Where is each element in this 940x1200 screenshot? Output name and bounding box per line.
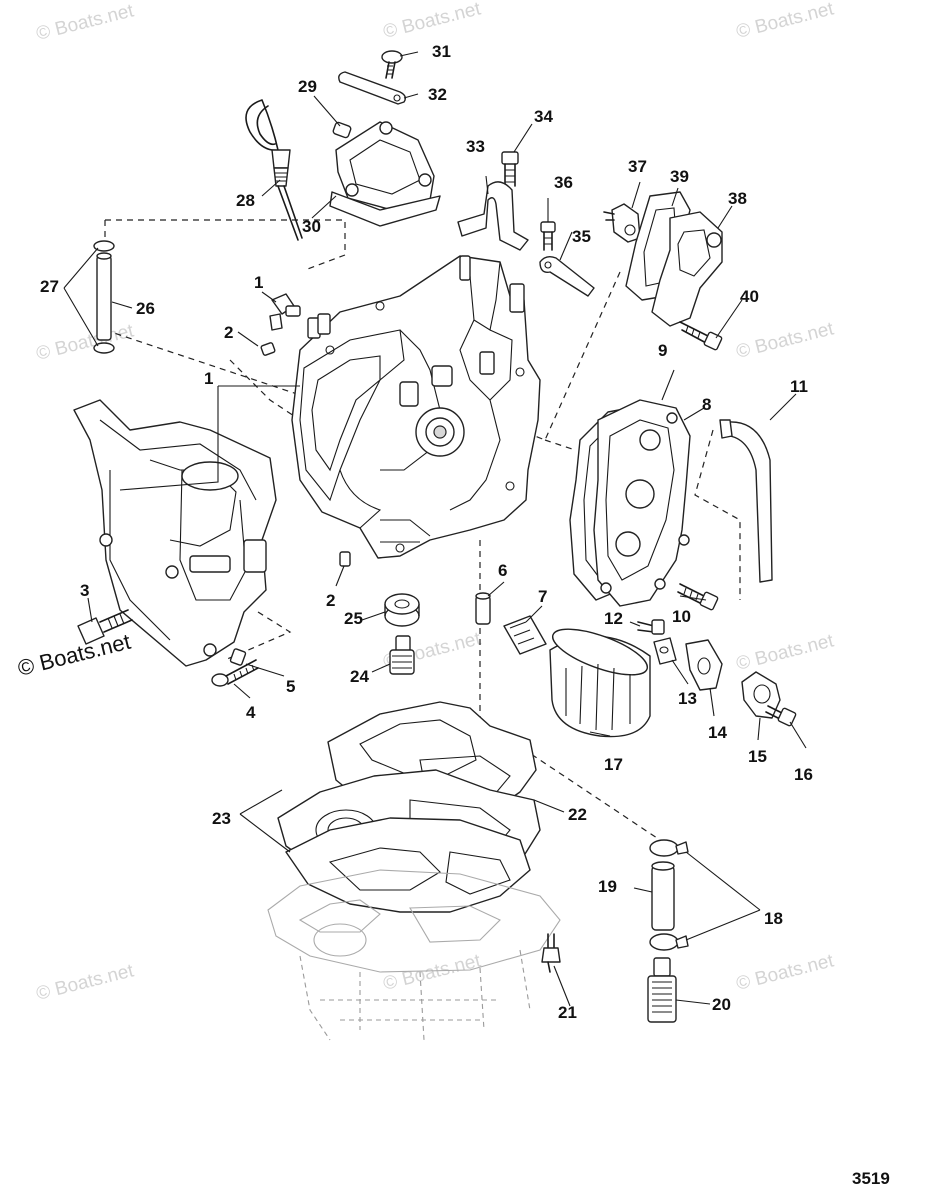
part-40-bolt xyxy=(679,321,723,351)
callout-10: 10 xyxy=(672,607,691,626)
callout-1: 1 xyxy=(204,369,213,388)
watermark-text: © Boats.net xyxy=(734,318,836,363)
figure-number: 3519 xyxy=(852,1169,890,1188)
callout-30: 30 xyxy=(302,217,321,236)
callout-35: 35 xyxy=(572,227,591,246)
part-14-gasket xyxy=(685,639,723,691)
part-38-housing xyxy=(651,211,723,327)
part-2-dowel-lower xyxy=(339,551,351,567)
callout-27: 27 xyxy=(40,277,59,296)
part-35-lever xyxy=(539,255,595,297)
watermark-text: © Boats.net xyxy=(734,0,836,43)
callout-22: 22 xyxy=(568,805,587,824)
part-3-bolt xyxy=(77,609,133,645)
callout-36: 36 xyxy=(554,173,573,192)
part-19-hose xyxy=(651,861,675,931)
part-18-clamp-lower xyxy=(649,933,689,951)
part-15-housing xyxy=(741,671,781,719)
part-30-cover xyxy=(329,121,441,227)
callout-16: 16 xyxy=(794,765,813,784)
part-12-bolt xyxy=(637,619,665,635)
part-5-dowel xyxy=(229,648,247,666)
callout-9: 9 xyxy=(658,341,667,360)
callout-19: 19 xyxy=(598,877,617,896)
part-1-fitting xyxy=(269,293,301,331)
callout-13: 13 xyxy=(678,689,697,708)
part-8-cover xyxy=(593,399,691,607)
part-10-bolt xyxy=(677,583,719,611)
callout-23: 23 xyxy=(212,809,231,828)
callout-40: 40 xyxy=(740,287,759,306)
part-2-dowel-upper xyxy=(260,342,276,356)
callout-37: 37 xyxy=(628,157,647,176)
callout-3: 3 xyxy=(80,581,89,600)
part-26-tube xyxy=(96,252,112,341)
part-36-bolt xyxy=(540,221,556,251)
callout-labels: 31 32 29 28 30 33 34 36 35 37 39 38 40 1… xyxy=(40,42,813,1022)
part-27-clamps xyxy=(93,240,115,354)
part-1-crankcase-cover xyxy=(73,399,277,667)
callout-6: 6 xyxy=(498,561,507,580)
ghost-lower-unit xyxy=(267,869,561,1041)
part-21-fitting xyxy=(541,933,561,973)
callout-1: 1 xyxy=(254,273,263,292)
part-18-clamp-upper xyxy=(649,839,689,857)
callout-21: 21 xyxy=(558,1003,577,1022)
part-25-bushing xyxy=(384,593,420,627)
part-23-gasket-b xyxy=(285,817,531,913)
watermark-text: © Boats.net xyxy=(34,320,136,365)
callout-26: 26 xyxy=(136,299,155,318)
part-20-filter xyxy=(647,957,677,1023)
callout-18: 18 xyxy=(764,909,783,928)
callout-24: 24 xyxy=(350,667,369,686)
callout-38: 38 xyxy=(728,189,747,208)
callout-2: 2 xyxy=(326,591,335,610)
part-37-thermostat xyxy=(603,203,641,243)
callout-15: 15 xyxy=(748,747,767,766)
callout-25: 25 xyxy=(344,609,363,628)
part-4-bolt xyxy=(211,659,259,687)
leader-lines xyxy=(63,51,807,1007)
callout-2: 2 xyxy=(224,323,233,342)
callout-5: 5 xyxy=(286,677,295,696)
part-32-strap xyxy=(338,71,407,105)
callout-32: 32 xyxy=(428,85,447,104)
callout-7: 7 xyxy=(538,587,547,606)
watermark-text: © Boats.net xyxy=(34,960,136,1005)
watermark-text: © Boats.net xyxy=(381,950,483,995)
part-7-fitting xyxy=(503,615,547,655)
watermark-text: © Boats.net xyxy=(734,950,836,995)
callout-8: 8 xyxy=(702,395,711,414)
watermark-text: © Boats.net xyxy=(34,0,136,45)
callout-4: 4 xyxy=(246,703,256,722)
watermark-text: © Boats.net xyxy=(734,630,836,675)
callout-14: 14 xyxy=(708,723,727,742)
callout-33: 33 xyxy=(466,137,485,156)
callout-29: 29 xyxy=(298,77,317,96)
watermark-text-strong: © Boats.net xyxy=(15,629,133,681)
callout-12: 12 xyxy=(604,609,623,628)
part-16-bolt xyxy=(765,705,797,727)
callout-34: 34 xyxy=(534,107,553,126)
part-24-fitting xyxy=(389,635,415,675)
part-13-spacer xyxy=(653,637,677,665)
part-17-oil-filter xyxy=(549,628,651,738)
callout-39: 39 xyxy=(670,167,689,186)
part-11-hose xyxy=(719,419,773,583)
callout-11: 11 xyxy=(790,377,808,396)
callout-17: 17 xyxy=(604,755,623,774)
callout-28: 28 xyxy=(236,191,255,210)
callout-31: 31 xyxy=(432,42,451,61)
part-1-cylinder-block xyxy=(291,255,541,559)
part-33-bracket xyxy=(457,181,529,251)
part-31-screw xyxy=(381,50,403,79)
callout-20: 20 xyxy=(712,995,731,1014)
part-34-bolt xyxy=(501,151,519,187)
part-28-dipstick xyxy=(245,99,303,241)
watermark-text: © Boats.net xyxy=(381,0,483,43)
part-6-dowel xyxy=(475,592,491,625)
